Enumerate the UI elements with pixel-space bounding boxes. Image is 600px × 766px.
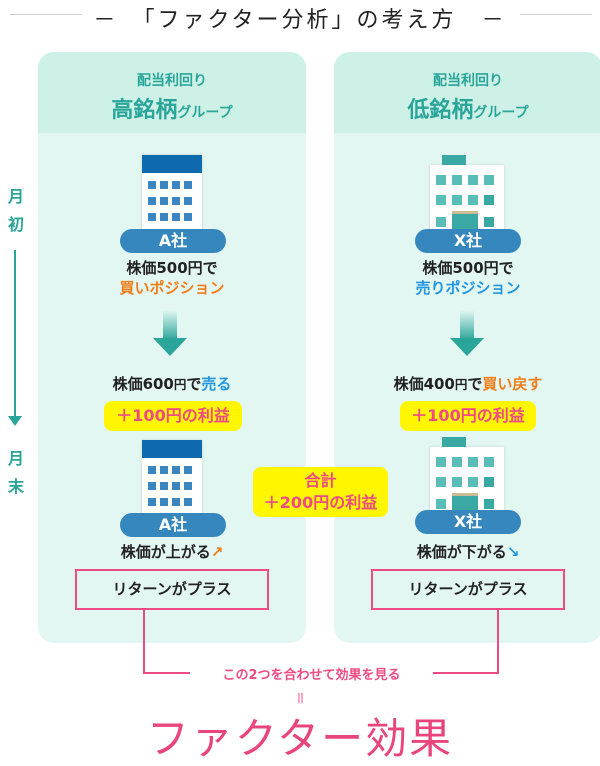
connector-line xyxy=(433,672,499,674)
company-badge: X社 xyxy=(415,510,521,534)
end-price-text: 株価600円で売る xyxy=(112,375,232,393)
total-profit-badge: 合計＋200円の利益 xyxy=(253,467,388,517)
axis-start-label: 月初 xyxy=(8,187,25,234)
return-box: リターンがプラス xyxy=(75,569,269,610)
end-price-text: 株価400円で買い戻す xyxy=(393,375,543,393)
start-price-text: 株価500円で xyxy=(126,259,218,277)
time-arrow-icon xyxy=(8,416,22,426)
down-arrow-icon xyxy=(450,310,484,356)
start-price-text: 株価500円で xyxy=(422,259,514,277)
company-badge: X社 xyxy=(415,229,521,253)
trend-text: 株価が下がる↘ xyxy=(416,543,520,561)
low-yield-panel: 配当利回り低銘柄グループ X社 株価500円で 売りポジション 株価400円で買… xyxy=(334,52,600,643)
company-badge: A社 xyxy=(120,229,226,253)
building-icon xyxy=(430,437,504,515)
connector-line xyxy=(497,610,499,673)
panel-header: 配当利回り高銘柄グループ xyxy=(38,52,306,133)
down-trend-arrow-icon: ↘ xyxy=(506,543,520,561)
up-arrow-icon: ↗ xyxy=(210,543,224,561)
axis-end-label: 月末 xyxy=(8,449,25,496)
title-rule-left xyxy=(10,14,82,15)
return-box: リターンがプラス xyxy=(371,569,565,610)
down-arrow-icon xyxy=(153,310,187,356)
high-yield-panel: 配当利回り高銘柄グループ A社 株価500円で 買いポジション 株価600円で売… xyxy=(38,52,306,643)
panel-header: 配当利回り低銘柄グループ xyxy=(334,52,600,133)
company-badge: A社 xyxy=(120,513,226,537)
building-icon xyxy=(430,155,504,233)
position-text: 買いポジション xyxy=(119,279,225,297)
profit-badge: ＋100円の利益 xyxy=(400,401,536,431)
title-rule-right xyxy=(520,14,592,15)
connector-line xyxy=(143,610,145,673)
profit-badge: ＋100円の利益 xyxy=(104,401,242,431)
combine-text: この2つを合わせて効果を見る xyxy=(222,668,401,683)
connector-line xyxy=(143,672,190,674)
position-text: 売りポジション xyxy=(415,279,521,297)
factor-effect-title: ファクター効果 xyxy=(146,714,454,763)
building-icon xyxy=(142,155,202,233)
building-icon xyxy=(142,440,202,518)
time-axis-line xyxy=(14,250,16,416)
page-title: － 「ファクター分析」の考え方 － xyxy=(93,8,507,33)
trend-text: 株価が上がる↗ xyxy=(120,543,224,561)
